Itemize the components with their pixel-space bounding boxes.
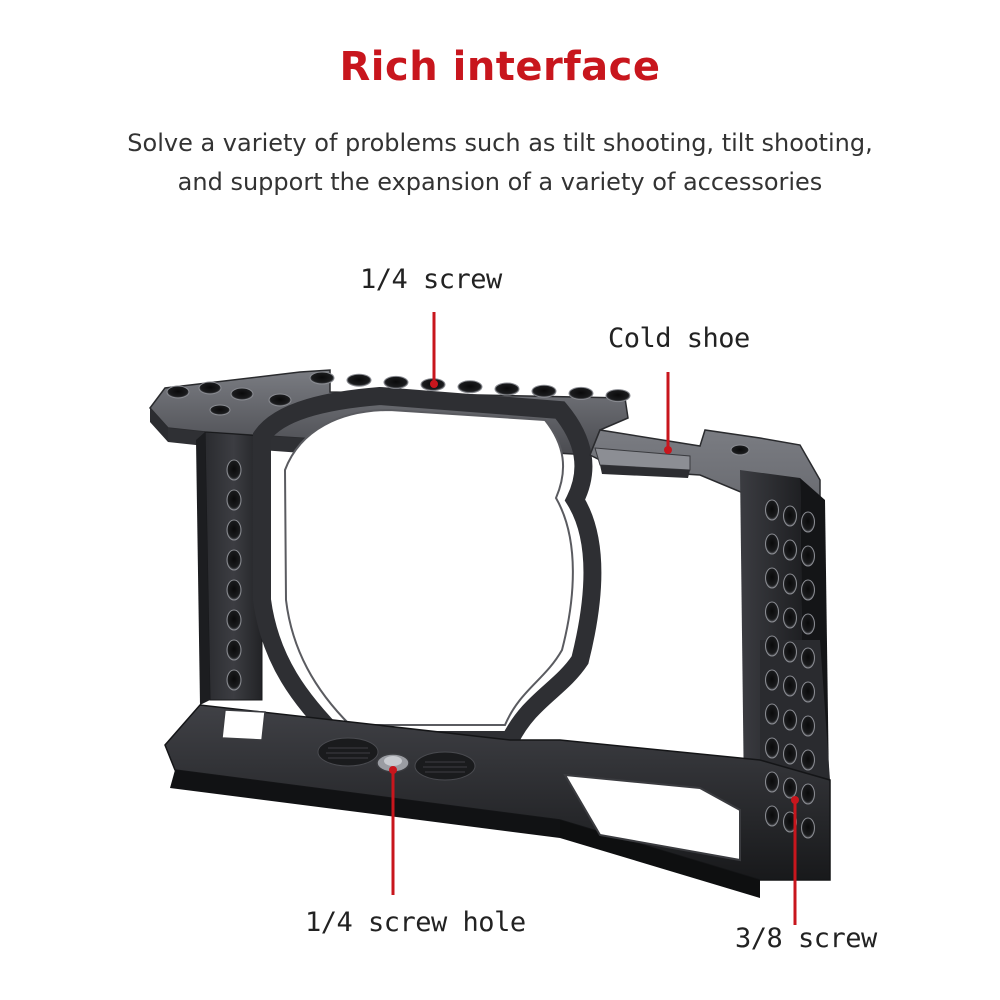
threaded-hole: [166, 385, 190, 399]
label-cold-shoe: Cold shoe: [608, 323, 750, 354]
threaded-hole: [765, 601, 779, 623]
threaded-hole: [801, 545, 815, 567]
threaded-hole: [801, 783, 815, 805]
threaded-hole: [783, 743, 797, 765]
threaded-hole: [765, 533, 779, 555]
threaded-hole: [765, 703, 779, 725]
threaded-hole: [783, 505, 797, 527]
page-subtitle: Solve a variety of problems such as tilt…: [0, 124, 1000, 202]
threaded-hole: [346, 373, 372, 387]
threaded-hole: [765, 499, 779, 521]
threaded-hole: [198, 381, 222, 395]
threaded-hole: [783, 539, 797, 561]
threaded-hole: [730, 444, 750, 456]
threaded-hole: [765, 805, 779, 827]
callout-pointers: [389, 312, 799, 925]
threaded-holes: [166, 371, 815, 839]
threaded-hole: [226, 609, 242, 631]
threaded-hole: [605, 389, 631, 403]
threaded-hole: [765, 771, 779, 793]
threaded-hole: [801, 715, 815, 737]
threaded-hole: [783, 675, 797, 697]
label-quarter-screw: 1/4 screw: [360, 264, 502, 295]
threaded-hole: [226, 489, 242, 511]
threaded-hole: [226, 549, 242, 571]
subtitle-line-1: Solve a variety of problems such as tilt…: [127, 129, 873, 157]
page-title: Rich interface: [339, 44, 661, 90]
label-three-eighths-screw: 3/8 screw: [735, 923, 877, 954]
threaded-hole: [226, 669, 242, 691]
threaded-hole: [457, 380, 483, 394]
threaded-hole: [801, 579, 815, 601]
threaded-hole: [765, 669, 779, 691]
label-quarter-screw-hole: 1/4 screw hole: [305, 907, 526, 938]
threaded-hole: [765, 567, 779, 589]
threaded-hole: [783, 607, 797, 629]
threaded-hole: [383, 375, 409, 389]
threaded-hole: [226, 639, 242, 661]
threaded-hole: [801, 647, 815, 669]
threaded-hole: [801, 817, 815, 839]
threaded-hole: [783, 573, 797, 595]
threaded-hole: [209, 404, 231, 416]
threaded-hole: [568, 386, 594, 400]
threaded-hole: [268, 393, 292, 407]
threaded-hole: [783, 641, 797, 663]
subtitle-line-2: and support the expansion of a variety o…: [177, 168, 823, 196]
threaded-hole: [226, 459, 242, 481]
threaded-hole: [765, 737, 779, 759]
threaded-hole: [226, 579, 242, 601]
threaded-hole: [783, 777, 797, 799]
threaded-hole: [230, 387, 254, 401]
threaded-hole: [783, 709, 797, 731]
threaded-hole: [801, 681, 815, 703]
threaded-hole: [765, 635, 779, 657]
base-screw: [376, 753, 410, 773]
threaded-hole: [226, 519, 242, 541]
threaded-hole: [801, 613, 815, 635]
base-grip-pads: [317, 737, 476, 781]
threaded-hole: [309, 371, 335, 385]
threaded-hole: [494, 382, 520, 396]
threaded-hole: [531, 384, 557, 398]
threaded-hole: [801, 749, 815, 771]
threaded-hole: [801, 511, 815, 533]
cage-frame: [149, 369, 831, 898]
